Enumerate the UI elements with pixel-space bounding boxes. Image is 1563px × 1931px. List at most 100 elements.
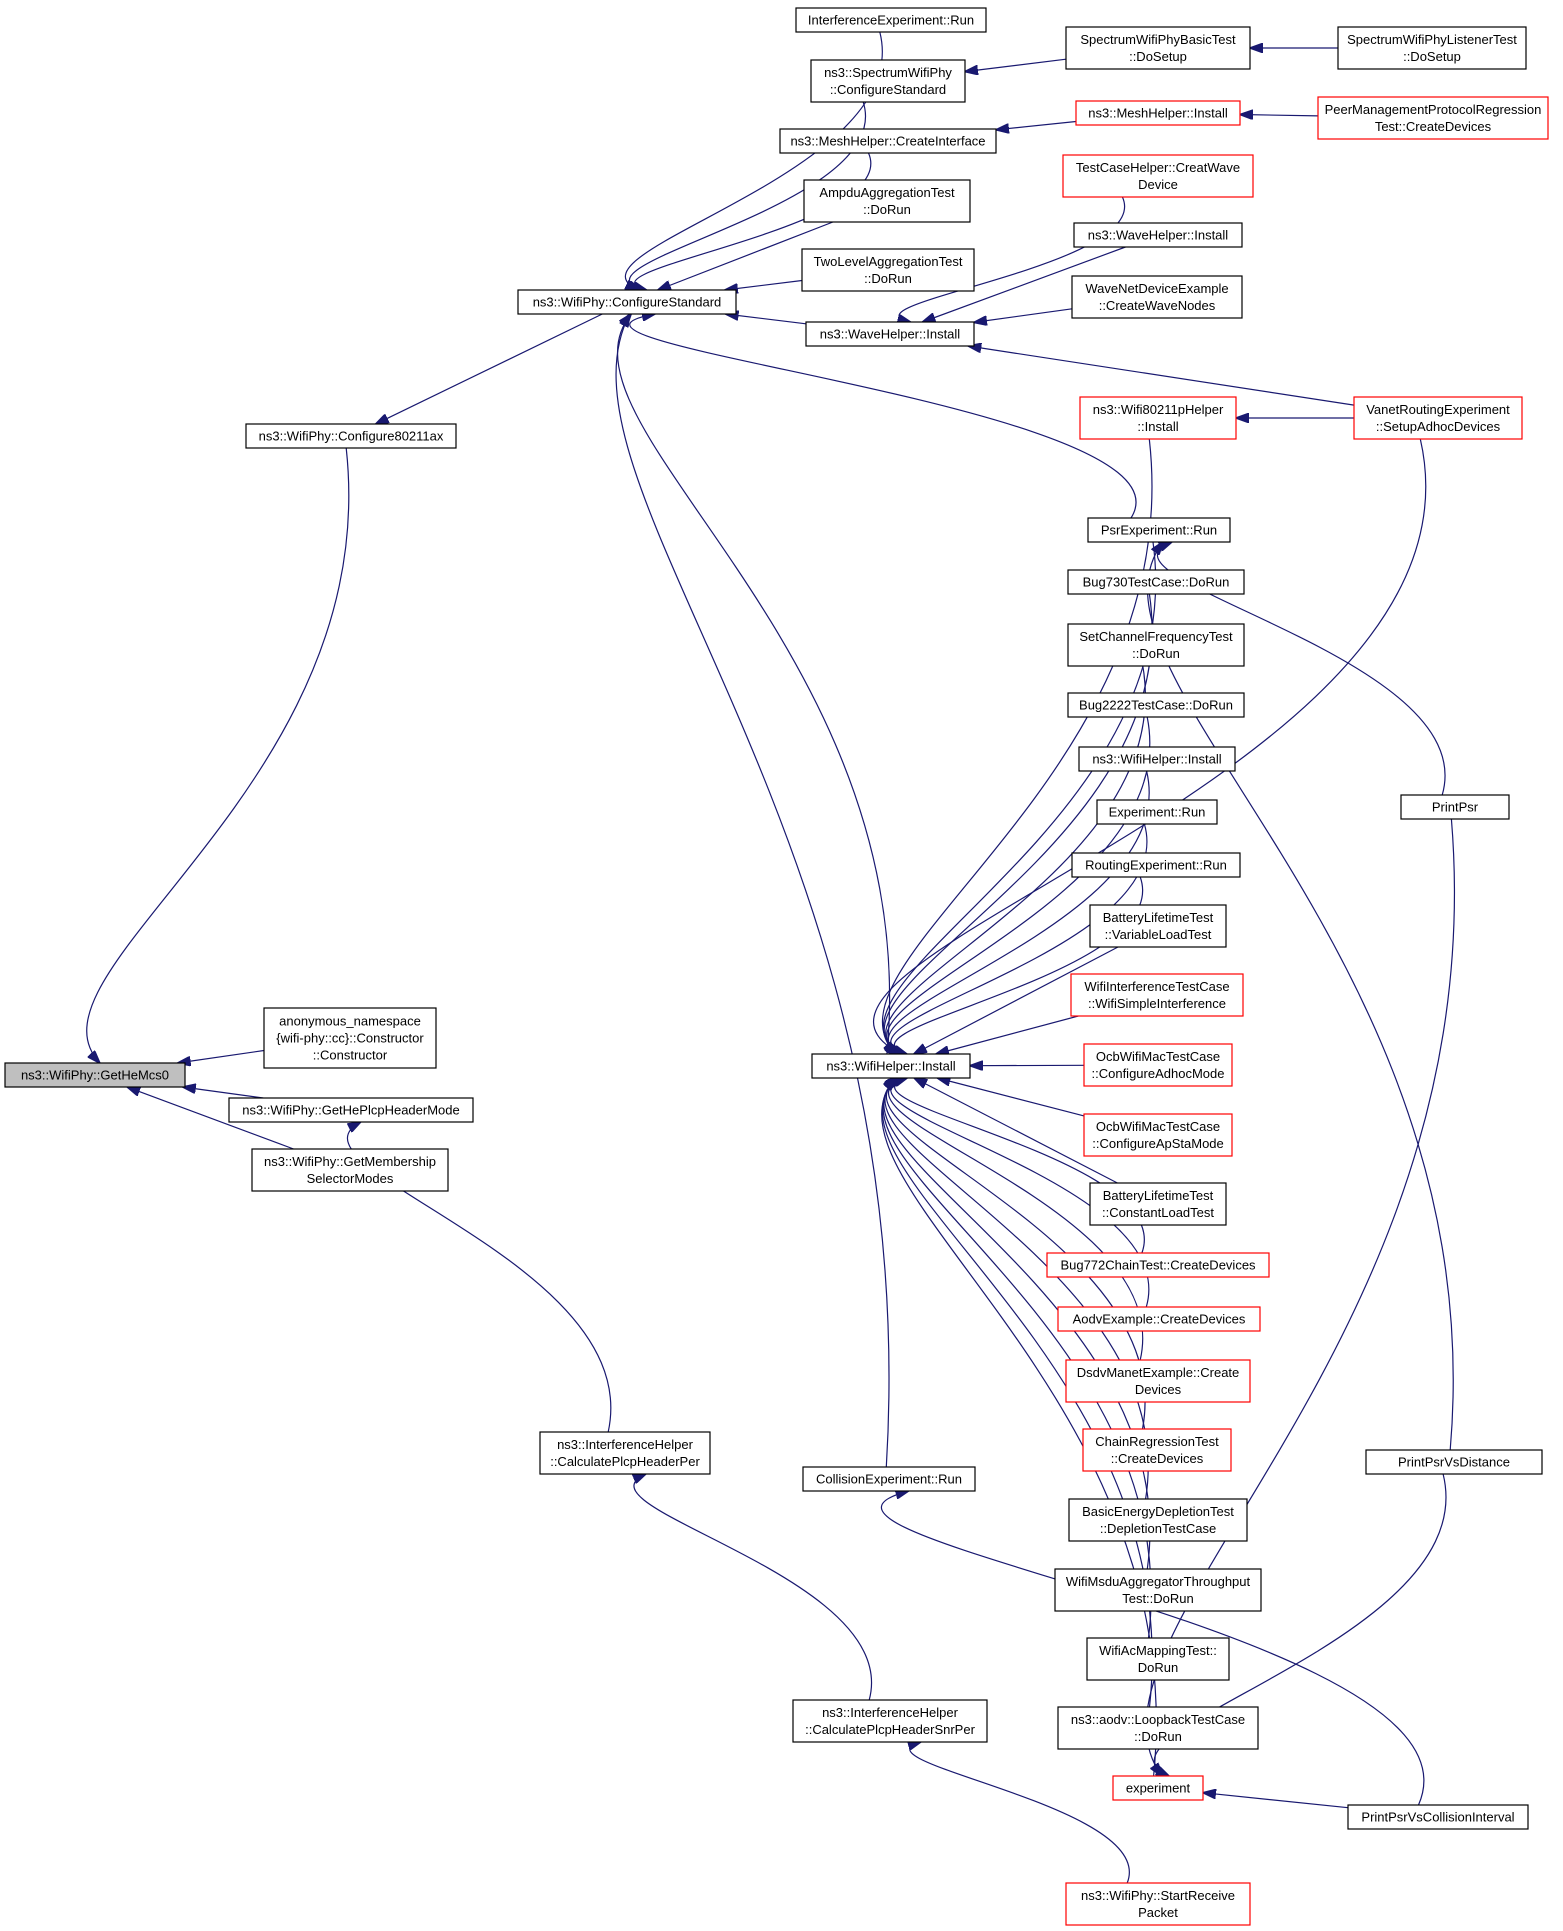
graph-node-acMapping[interactable]: WifiAcMappingTest::DoRun [1086, 1637, 1230, 1681]
graph-node-configureStandard[interactable]: ns3::WifiPhy::ConfigureStandard [517, 289, 737, 315]
graph-node-setChanFreq[interactable]: SetChannelFrequencyTest::DoRun [1067, 623, 1245, 667]
graph-node-experiment[interactable]: experiment [1112, 1775, 1204, 1801]
node-box[interactable] [1046, 1252, 1270, 1278]
node-box[interactable] [1073, 222, 1243, 248]
node-box[interactable] [1065, 1359, 1251, 1403]
graph-node-ocbApSta[interactable]: OcbWifiMacTestCase::ConfigureApStaMode [1083, 1113, 1233, 1157]
graph-node-batteryVar[interactable]: BatteryLifetimeTest::VariableLoadTest [1089, 904, 1227, 948]
graph-node-anonCtor[interactable]: anonymous_namespace{wifi-phy::cc}::Const… [263, 1007, 437, 1069]
graph-node-ampduDoRun[interactable]: AmpduAggregationTest::DoRun [803, 179, 971, 223]
node-box[interactable] [1082, 1428, 1232, 1472]
node-box[interactable] [1070, 973, 1244, 1017]
node-box[interactable] [517, 289, 737, 315]
graph-node-psrRun[interactable]: PsrExperiment::Run [1087, 517, 1231, 543]
graph-node-spectrumConfigStd[interactable]: ns3::SpectrumWifiPhy::ConfigureStandard [810, 59, 966, 103]
graph-node-configure80211ax[interactable]: ns3::WifiPhy::Configure80211ax [245, 423, 457, 449]
graph-node-getHePlcpHeaderMode[interactable]: ns3::WifiPhy::GetHePlcpHeaderMode [228, 1097, 474, 1123]
node-box[interactable] [228, 1097, 474, 1123]
node-box[interactable] [1057, 1306, 1261, 1332]
node-box[interactable] [1067, 692, 1245, 718]
node-box[interactable] [810, 59, 966, 103]
node-box[interactable] [251, 1148, 449, 1192]
graph-node-vanetSetup[interactable]: VanetRoutingExperiment::SetupAdhocDevice… [1353, 396, 1523, 440]
node-box[interactable] [779, 128, 997, 154]
node-box[interactable] [811, 1053, 971, 1079]
node-box[interactable] [1083, 1113, 1233, 1157]
node-box[interactable] [803, 179, 971, 223]
node-box[interactable] [1065, 1882, 1251, 1926]
node-box[interactable] [1075, 100, 1241, 126]
graph-node-batteryConst[interactable]: BatteryLifetimeTest::ConstantLoadTest [1089, 1182, 1227, 1226]
graph-node-wifiInterf[interactable]: WifiInterferenceTestCase::WifiSimpleInte… [1070, 973, 1244, 1017]
node-box[interactable] [539, 1431, 711, 1475]
graph-node-meshCreateIface[interactable]: ns3::MeshHelper::CreateInterface [779, 128, 997, 154]
node-box[interactable] [1078, 746, 1236, 772]
node-box[interactable] [1089, 1182, 1227, 1226]
graph-node-bug772[interactable]: Bug772ChainTest::CreateDevices [1046, 1252, 1270, 1278]
node-box[interactable] [4, 1062, 186, 1088]
node-box[interactable] [1353, 396, 1523, 440]
node-box[interactable] [1054, 1568, 1262, 1612]
graph-node-collisionRun[interactable]: CollisionExperiment::Run [802, 1466, 976, 1492]
node-box[interactable] [792, 1699, 988, 1743]
graph-node-experimentRun[interactable]: Experiment::Run [1096, 799, 1218, 825]
graph-node-calcPlcpHeaderSnrPer[interactable]: ns3::InterferenceHelper::CalculatePlcpHe… [792, 1699, 988, 1743]
graph-node-waveInstallA[interactable]: ns3::WaveHelper::Install [805, 321, 975, 347]
graph-node-wifiHelperInstall2[interactable]: ns3::WifiHelper::Install [1078, 746, 1236, 772]
graph-node-calcPlcpHeaderPer[interactable]: ns3::InterferenceHelper::CalculatePlcpHe… [539, 1431, 711, 1475]
graph-node-wifi80211pInstall[interactable]: ns3::Wifi80211pHelper::Install [1079, 396, 1237, 440]
node-box[interactable] [1071, 275, 1243, 319]
node-box[interactable] [801, 248, 975, 292]
graph-node-bug2222[interactable]: Bug2222TestCase::DoRun [1067, 692, 1245, 718]
graph-node-ocbAdhoc[interactable]: OcbWifiMacTestCase::ConfigureAdhocMode [1083, 1043, 1233, 1087]
node-box[interactable] [1068, 1498, 1248, 1542]
graph-node-routingRun[interactable]: RoutingExperiment::Run [1071, 852, 1241, 878]
graph-node-wifiHelperInstall[interactable]: ns3::WifiHelper::Install [811, 1053, 971, 1079]
graph-node-printPsrVsColl[interactable]: PrintPsrVsCollisionInterval [1347, 1804, 1529, 1830]
graph-node-bug730[interactable]: Bug730TestCase::DoRun [1067, 569, 1245, 595]
graph-node-dsdvCreate[interactable]: DsdvManetExample::CreateDevices [1065, 1359, 1251, 1403]
node-box[interactable] [1065, 26, 1251, 70]
graph-node-aodvCreate[interactable]: AodvExample::CreateDevices [1057, 1306, 1261, 1332]
graph-node-printPsr[interactable]: PrintPsr [1400, 794, 1510, 820]
node-box[interactable] [1365, 1449, 1543, 1475]
node-box[interactable] [1089, 904, 1227, 948]
graph-node-interferenceRun[interactable]: InterferenceExperiment::Run [795, 7, 987, 33]
node-box[interactable] [802, 1466, 976, 1492]
node-box[interactable] [1400, 794, 1510, 820]
graph-node-waveInstallB[interactable]: ns3::WaveHelper::Install [1073, 222, 1243, 248]
node-box[interactable] [1062, 154, 1254, 198]
node-box[interactable] [1337, 26, 1527, 70]
node-box[interactable] [245, 423, 457, 449]
node-box[interactable] [1067, 623, 1245, 667]
node-box[interactable] [805, 321, 975, 347]
node-box[interactable] [1096, 799, 1218, 825]
node-box[interactable] [1083, 1043, 1233, 1087]
node-box[interactable] [795, 7, 987, 33]
node-box[interactable] [1057, 1706, 1259, 1750]
node-box[interactable] [263, 1007, 437, 1069]
graph-node-twoLevelDoRun[interactable]: TwoLevelAggregationTest::DoRun [801, 248, 975, 292]
node-box[interactable] [1317, 96, 1549, 140]
node-box[interactable] [1067, 569, 1245, 595]
node-box[interactable] [1347, 1804, 1529, 1830]
graph-node-meshInstall[interactable]: ns3::MeshHelper::Install [1075, 100, 1241, 126]
node-box[interactable] [1112, 1775, 1204, 1801]
graph-node-waveNetCreateNodes[interactable]: WaveNetDeviceExample::CreateWaveNodes [1071, 275, 1243, 319]
node-box[interactable] [1071, 852, 1241, 878]
graph-node-basicEnergy[interactable]: BasicEnergyDepletionTest::DepletionTestC… [1068, 1498, 1248, 1542]
node-box[interactable] [1087, 517, 1231, 543]
graph-node-printPsrVsDist[interactable]: PrintPsrVsDistance [1365, 1449, 1543, 1475]
node-box[interactable] [1086, 1637, 1230, 1681]
graph-node-aodvLoopback[interactable]: ns3::aodv::LoopbackTestCase::DoRun [1057, 1706, 1259, 1750]
graph-node-spectrumListenerSetup[interactable]: SpectrumWifiPhyListenerTest::DoSetup [1337, 26, 1527, 70]
graph-node-spectrumBasicSetup[interactable]: SpectrumWifiPhyBasicTest::DoSetup [1065, 26, 1251, 70]
node-box[interactable] [1079, 396, 1237, 440]
graph-node-getHeMcs0[interactable]: ns3::WifiPhy::GetHeMcs0 [4, 1062, 186, 1088]
graph-node-peerMgmt[interactable]: PeerManagementProtocolRegressionTest::Cr… [1317, 96, 1549, 140]
graph-node-chainReg[interactable]: ChainRegressionTest::CreateDevices [1082, 1428, 1232, 1472]
